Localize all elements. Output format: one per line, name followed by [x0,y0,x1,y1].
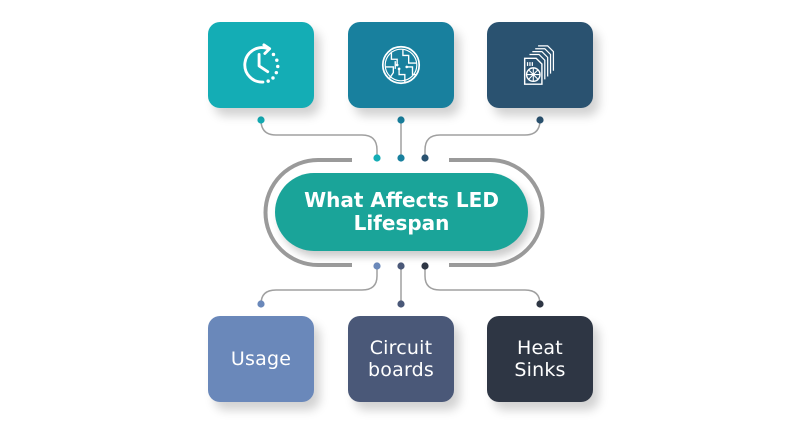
clock-cycle-icon [243,43,280,84]
connector-dot [397,154,405,162]
bottom-box-heat-sinks: Heat Sinks [487,316,593,402]
heat-sink-fins-icon [523,45,555,85]
connector-dot [397,300,405,308]
bottom-box-circuit-boards: Circuit boards [348,316,454,402]
connector-dot [373,154,381,162]
connector-dot [421,262,429,270]
center-title: What Affects LED Lifespan [304,189,499,235]
connector-dot [373,262,381,270]
bracket-right [449,158,545,267]
label-line1: Circuit [369,337,433,359]
top-box-heatsink [487,22,593,108]
bottom-box-label: Heat Sinks [514,337,565,381]
connector-dot [397,116,405,124]
bottom-box-label: Usage [231,348,291,370]
center-title-line2: Lifespan [353,211,450,235]
connector-dot [257,116,265,124]
bottom-box-label: Circuit boards [368,337,434,381]
connector-dot [536,116,544,124]
center-title-line1: What Affects LED [304,188,499,212]
connector-dot [421,154,429,162]
label-line2: boards [368,359,434,381]
top-box-time [208,22,314,108]
connector-dot [397,262,405,270]
circuit-globe-icon [381,45,421,85]
label-line2: Sinks [514,359,566,381]
label-line1: Usage [230,348,292,370]
connector-dot [536,300,544,308]
bracket-left [263,158,352,267]
label-line1: Heat [517,337,563,359]
bottom-box-usage: Usage [208,316,314,402]
center-topic: What Affects LED Lifespan [275,173,528,251]
connector-dot [257,300,265,308]
top-box-circuit [348,22,454,108]
